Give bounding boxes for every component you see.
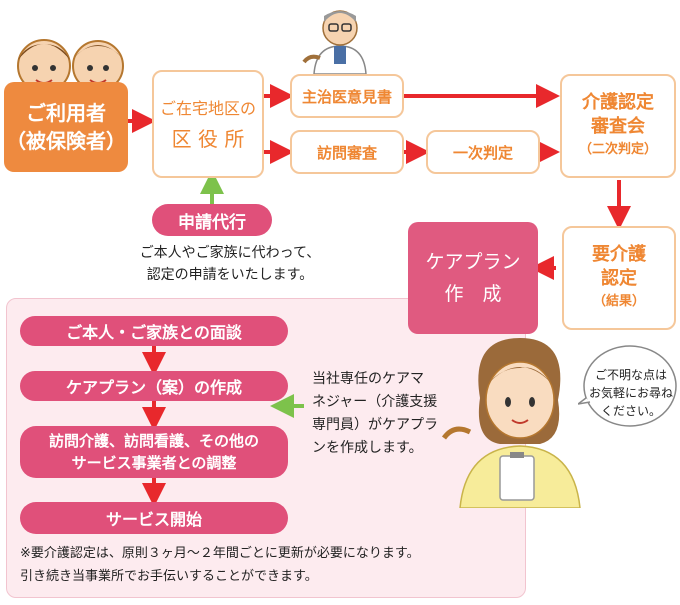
speech-line3: ください。 [600,404,661,418]
care-result-box: 要介護 認定 （結果） [562,226,676,330]
speech-bubble-text: ご不明な点は お気軽にお尋ね ください。 [586,366,676,420]
applicant-label: ご利用者 [26,101,106,125]
step-coordination-line2: サービス事業者との調整 [71,454,237,472]
step-service-start: サービス開始 [20,502,288,534]
ward-office-name: 区 役 所 [171,127,245,151]
care-result-sublabel: 認定 [601,268,637,289]
committee-label: 介護認定 [582,92,654,113]
step-draft-plan-label: ケアプラン（案）の作成 [65,378,242,397]
elderly-couple-icon [17,39,124,93]
step-draft-plan: ケアプラン（案）の作成 [20,371,288,401]
ward-office-box: ご在宅地区の 区 役 所 [152,70,264,178]
doctor-icon [302,10,367,74]
step-service-start-label: サービス開始 [105,510,202,529]
application-proxy-desc: ご本人やご家族に代わって、 認定の申請をいたします。 [130,242,330,286]
applicant-box: ご利用者 （被保険者） [4,82,128,172]
doctor-opinion-label: 主治医意見書 [301,87,392,106]
footnote-line2: 引き続き当事業所でお手伝いすることができます。 [20,569,318,584]
applicant-sublabel: （被保険者） [6,129,126,153]
visit-survey-label: 訪問審査 [316,143,377,162]
care-result-note: （結果） [592,294,645,309]
step-interview: ご本人・ご家族との面談 [20,316,288,346]
application-proxy-badge: 申請代行 [152,204,272,236]
care-plan-box: ケアプラン 作 成 [408,222,538,334]
care-manager-note-line3: 専門員）がケアプラ [312,417,438,433]
footnote: ※要介護認定は、原則３ヶ月〜２年間ごとに更新が必要になります。 引き続き当事業所… [20,542,520,588]
footnote-line1: ※要介護認定は、原則３ヶ月〜２年間ごとに更新が必要になります。 [20,546,420,561]
committee-sublabel: 審査会 [591,116,645,137]
committee-note: （二次判定） [578,142,657,157]
step-coordination: 訪問介護、訪問看護、その他の サービス事業者との調整 [20,426,288,478]
speech-line2: お気軽にお尋ね [588,386,673,400]
step-coordination-line1: 訪問介護、訪問看護、その他の [48,432,259,450]
care-manager-note-line2: ネジャー（介護支援 [312,394,438,410]
care-plan-sublabel: 作 成 [444,283,502,305]
speech-line1: ご不明な点は [594,368,667,382]
visit-survey-box: 訪問審査 [290,130,404,174]
care-manager-note-line1: 当社専任のケアマ [312,371,424,387]
primary-judgment-box: 一次判定 [426,130,540,174]
primary-judgment-label: 一次判定 [452,143,513,162]
care-result-label: 要介護 [592,244,646,265]
committee-box: 介護認定 審査会 （二次判定） [560,74,676,178]
application-proxy-label: 申請代行 [178,212,246,233]
care-manager-note: 当社専任のケアマ ネジャー（介護支援 専門員）がケアプラ ンを作成します。 [312,368,462,460]
care-manager-icon [441,338,581,508]
care-plan-label: ケアプラン [425,251,521,273]
speech-bubble-shape [578,345,677,427]
application-proxy-desc-line2: 認定の申請をいたします。 [146,267,314,283]
care-manager-note-line4: ンを作成します。 [312,440,423,456]
application-proxy-desc-line1: ご本人やご家族に代わって、 [139,245,321,261]
doctor-opinion-box: 主治医意見書 [290,74,404,118]
ward-office-label: ご在宅地区の [159,99,256,118]
step-interview-label: ご本人・ご家族との面談 [66,323,242,342]
